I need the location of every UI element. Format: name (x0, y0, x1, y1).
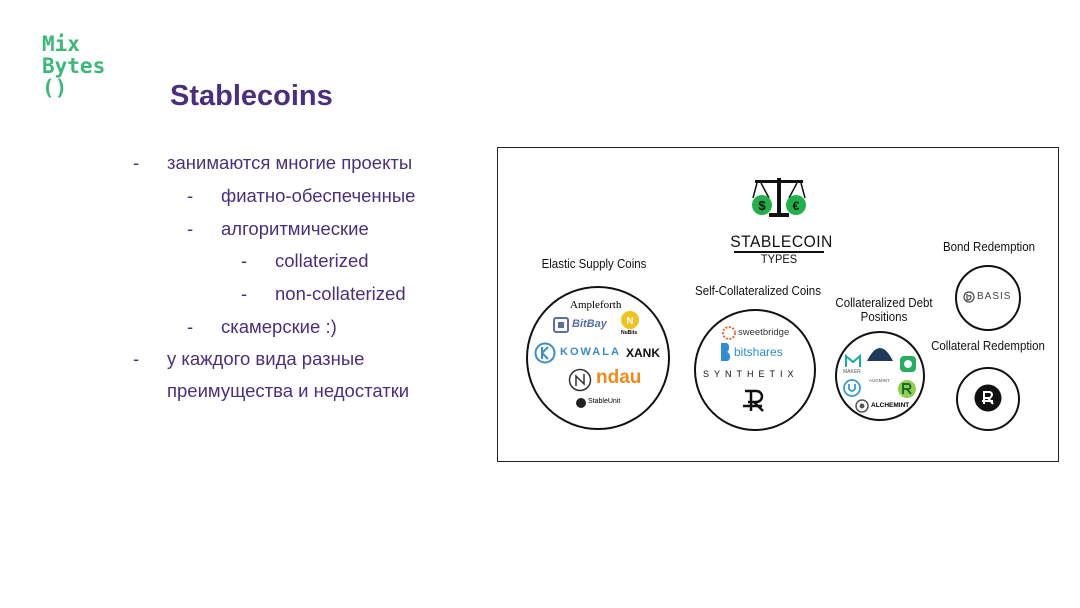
bullet-text: скамерские :) (221, 316, 337, 337)
title-underline (734, 251, 824, 253)
svg-text:N: N (626, 316, 633, 327)
logo-line-3: () (42, 76, 68, 100)
svg-text:$: $ (758, 198, 766, 213)
maker-logo: MAKER (843, 369, 861, 375)
alchemint-icon (855, 399, 869, 413)
xank-logo: XANK (626, 346, 661, 360)
nubits-icon: N (621, 311, 639, 329)
bullet-dash: - (133, 152, 140, 173)
bitshares-icon (721, 343, 730, 361)
basis-icon (963, 291, 975, 303)
elastic-supply-caption: Elastic Supply Coins (541, 257, 647, 271)
nubits-logo: NuBits (621, 330, 638, 336)
u-coin-icon (843, 379, 861, 397)
stablecoin-title: STABLECOIN (730, 232, 833, 251)
bullet-dash: - (187, 218, 194, 239)
bullet-dash: - (241, 283, 248, 304)
mixbytes-logo: Mix Bytes () (42, 33, 105, 99)
kowala-logo: KOWALA (560, 346, 621, 358)
svg-text:€: € (793, 199, 800, 213)
ampleforth-logo: Ampleforth (570, 299, 622, 311)
ndau-icon (568, 368, 592, 392)
alchemint-logo: ALCHEMINT (871, 402, 910, 409)
logo-line-1: Mix (42, 32, 80, 56)
cdp-caption-line-1: Collateralized Debt (835, 296, 933, 310)
bullet-dash: - (187, 185, 194, 206)
logo-line-2: Bytes (42, 54, 106, 78)
dai-icon (867, 348, 893, 361)
self-collateralized-caption: Self-Collateralized Coins (695, 284, 821, 298)
bullet-dash: - (133, 348, 140, 369)
r-green-icon (898, 380, 916, 398)
stableunit-logo: StableUnit (588, 398, 621, 405)
bullet-dash: - (187, 316, 194, 337)
cdp-caption: Collateralized Debt Positions (832, 296, 935, 324)
reserve-icon (743, 389, 764, 412)
sweetbridge-logo: sweetbridge (738, 327, 790, 338)
stablecoin-subtitle: TYPES (760, 252, 798, 266)
collateral-redemption-caption: Collateral Redemption (931, 339, 1045, 353)
bullet-text: занимаются многие проекты (167, 152, 413, 173)
self-collateralized-circle: sweetbridge bitshares SYNTHETIX (694, 309, 816, 431)
bullet-dash: - (241, 250, 248, 271)
collateral-redemption-circle (956, 367, 1020, 431)
bitbay-icon (553, 317, 569, 333)
ndau-logo: ndau (596, 367, 642, 388)
page-title: Stablecoins (170, 80, 333, 112)
bullet-text: фиатно-обеспеченные (221, 185, 416, 206)
cdp-caption-line-2: Positions (860, 310, 908, 324)
stableunit-icon (576, 398, 586, 408)
bullet-text: у каждого вида разные (167, 348, 365, 369)
bond-redemption-circle: BASIS (955, 265, 1021, 331)
kowala-icon (534, 342, 556, 364)
bullet-text: алгоритмические (221, 218, 369, 239)
bullet-text: non-collaterized (275, 283, 406, 304)
bitbay-logo: BitBay (572, 318, 607, 330)
basis-logo: BASIS (977, 291, 1012, 302)
balance-scale-icon: $ € (752, 178, 806, 217)
elastic-supply-circle: Ampleforth BitBay N NuBits KOWALA XANK n… (526, 286, 670, 430)
augmint-logo: AUGMINT (869, 378, 890, 383)
bullet-text: преимущества и недостатки (167, 380, 410, 401)
sweetbridge-icon (722, 326, 736, 340)
bond-redemption-caption: Bond Redemption (942, 240, 1036, 254)
cdp-circle: MAKER AUGMINT ALCHEMINT (835, 331, 925, 421)
reserve-rights-icon (974, 384, 1002, 412)
maker-icon (845, 353, 861, 367)
bitshares-logo: bitshares (734, 345, 783, 359)
stablecoin-types-diagram: $ € STABLECOIN TYPES Elastic Supply Coin… (497, 147, 1059, 462)
bullet-text: collaterized (275, 250, 369, 271)
synthetix-logo: SYNTHETIX (703, 369, 799, 379)
green-shield-icon (900, 356, 916, 372)
